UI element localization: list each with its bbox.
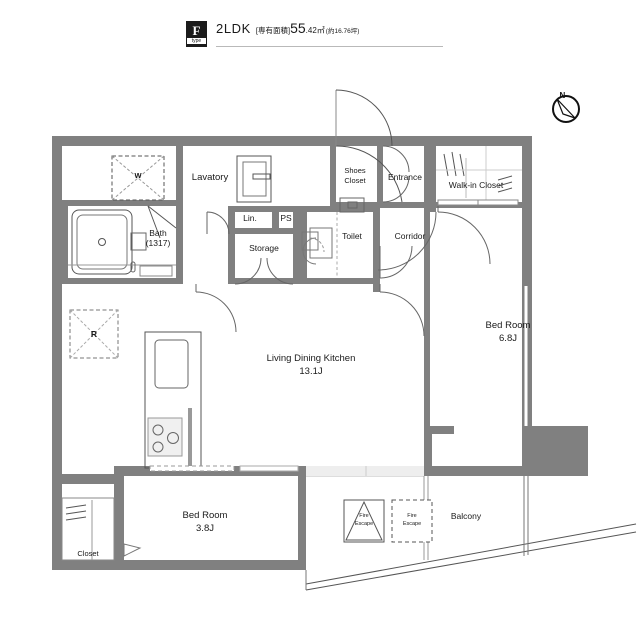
area-unit: .42㎡ bbox=[305, 26, 325, 35]
washer-space bbox=[111, 155, 165, 201]
top-exterior-mass bbox=[52, 136, 532, 146]
bedroom2-window bbox=[149, 465, 235, 472]
refrigerator-space bbox=[69, 309, 119, 359]
toilet-fixture bbox=[301, 212, 338, 278]
area-value: 55 bbox=[290, 20, 306, 36]
balcony-edge bbox=[305, 476, 637, 591]
bathtub bbox=[71, 209, 147, 275]
badge-letter: F bbox=[192, 23, 201, 38]
plan-type-badge: F type bbox=[186, 21, 207, 47]
interior-walls bbox=[62, 146, 522, 570]
kitchen-counter bbox=[144, 331, 202, 469]
bedroom2-closet bbox=[61, 497, 115, 561]
plan-header: F type 2LDK [専有面積] 55 .42㎡ (約16.76坪) bbox=[186, 20, 446, 54]
walkin-closet-door bbox=[437, 199, 519, 206]
fire-escape-2 bbox=[391, 499, 433, 543]
area-caption: [専有面積] bbox=[255, 26, 291, 35]
balcony-railing bbox=[306, 466, 424, 477]
fire-escape-1 bbox=[343, 499, 385, 543]
fixtures bbox=[61, 89, 637, 591]
plan-header-text: 2LDK [専有面積] 55 .42㎡ (約16.76坪) bbox=[216, 20, 359, 36]
ldk-window bbox=[239, 465, 299, 472]
walkin-closet-rails bbox=[436, 146, 522, 202]
exterior-blocks bbox=[424, 426, 588, 476]
badge-sub-label: type bbox=[187, 38, 206, 44]
header-divider bbox=[216, 46, 443, 47]
bath-vanity bbox=[68, 261, 176, 277]
svg-text:N: N bbox=[560, 91, 566, 100]
compass-north-icon: N bbox=[546, 88, 584, 126]
plan-type-label: 2LDK bbox=[216, 21, 251, 36]
lavatory-fixture bbox=[236, 155, 272, 203]
area-tsubo: (約16.76坪) bbox=[325, 28, 360, 35]
